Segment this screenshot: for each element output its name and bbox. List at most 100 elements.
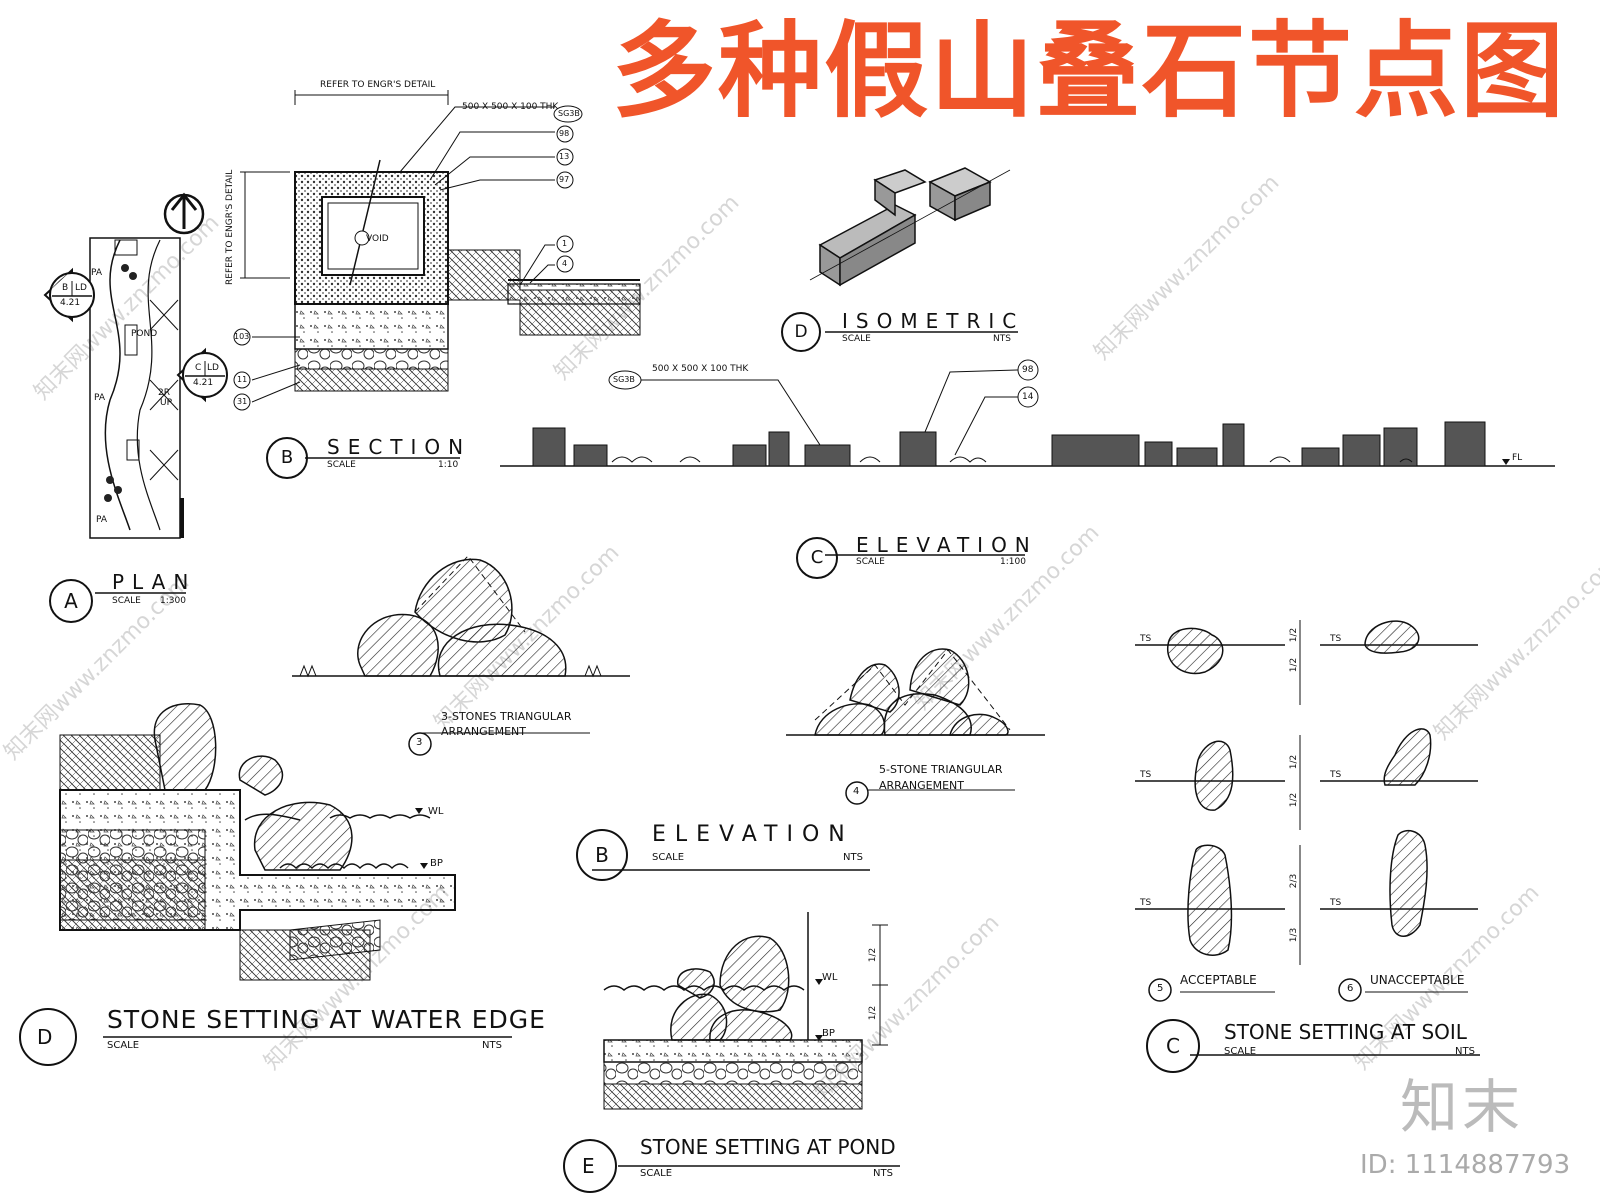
brand-id: ID: 1114887793 bbox=[1360, 1150, 1571, 1180]
water-edge-scale: NTS bbox=[482, 1040, 502, 1051]
soil-scale: NTS bbox=[1455, 1046, 1475, 1057]
pond-title: STONE SETTING AT POND bbox=[640, 1135, 896, 1159]
section-tag-98: 98 bbox=[559, 129, 570, 138]
isometric-drawing bbox=[809, 167, 1011, 287]
plan-scale-label: SCALE bbox=[112, 596, 141, 606]
soil-item6-num: 6 bbox=[1347, 983, 1354, 994]
section-refer-top: REFER TO ENGR'S DETAIL bbox=[320, 80, 436, 90]
soil-ts-label: TS bbox=[1140, 898, 1152, 908]
elevation-b-drawing bbox=[292, 555, 1045, 871]
elevation-b-item3-num: 3 bbox=[416, 737, 423, 748]
sheet-title: 多种假山叠石节点图 bbox=[612, 10, 1567, 132]
section-tag-97: 97 bbox=[559, 175, 570, 184]
elevation-b-item3-line2: ARRANGEMENT bbox=[441, 725, 526, 738]
section-tag-4: 4 bbox=[562, 259, 568, 268]
elevation-b-tag: B bbox=[576, 829, 628, 881]
plan-pa-label: PA bbox=[94, 393, 106, 403]
plan-tag: A bbox=[49, 579, 93, 623]
soil-item6-label: UNACCEPTABLE bbox=[1370, 973, 1465, 987]
elevation-c-scale-label: SCALE bbox=[856, 557, 885, 567]
section-tag-13: 13 bbox=[559, 152, 570, 161]
plan-pond-label: POND bbox=[131, 329, 158, 339]
plan-scale: 1:300 bbox=[160, 596, 186, 606]
plan-callout-c-letter: C bbox=[195, 363, 202, 373]
section-tag-31: 31 bbox=[237, 397, 248, 406]
water-edge-wl: WL bbox=[428, 806, 444, 817]
soil-dim-half: 1/2 bbox=[1289, 754, 1300, 770]
soil-item5-label: ACCEPTABLE bbox=[1180, 973, 1257, 987]
plan-title: PLAN bbox=[112, 570, 197, 594]
isometric-tag: D bbox=[781, 312, 821, 352]
water-edge-bp: BP bbox=[430, 858, 443, 869]
water-edge-title: STONE SETTING AT WATER EDGE bbox=[107, 1005, 546, 1034]
elevation-b-title: ELEVATION bbox=[652, 822, 854, 847]
soil-dim-half: 1/2 bbox=[1289, 657, 1300, 673]
elevation-c-tag-sg3b: SG3B bbox=[613, 375, 635, 384]
section-scale: 1:10 bbox=[438, 460, 459, 470]
elevation-b-item4-line1: 5-STONE TRIANGULAR bbox=[879, 763, 1003, 776]
section-tag-sg3b: SG3B bbox=[558, 109, 580, 118]
water-edge-tag: D bbox=[37, 1025, 53, 1049]
soil-ts-label: TS bbox=[1140, 770, 1152, 780]
soil-ts-label: TS bbox=[1330, 634, 1342, 644]
pond-dim-half: 1/2 bbox=[868, 1005, 879, 1021]
pond-drawing bbox=[563, 912, 900, 1193]
soil-ts-label: TS bbox=[1330, 770, 1342, 780]
elevation-c-drawing bbox=[500, 359, 1555, 467]
soil-ts-label: TS bbox=[1330, 898, 1342, 908]
pond-wl: WL bbox=[822, 972, 838, 983]
pond-dim-half: 1/2 bbox=[868, 947, 879, 963]
pond-bp: BP bbox=[822, 1028, 835, 1039]
plan-drawing bbox=[43, 192, 228, 539]
soil-drawing bbox=[1135, 620, 1480, 1056]
soil-ts-label: TS bbox=[1140, 634, 1152, 644]
elevation-b-item4-line2: ARRANGEMENT bbox=[879, 779, 964, 792]
section-drawing bbox=[233, 90, 641, 411]
section-tag-103: 103 bbox=[234, 332, 250, 341]
soil-item5-num: 5 bbox=[1157, 983, 1164, 994]
section-scale-label: SCALE bbox=[327, 460, 356, 470]
plan-callout-c-sheet: 4.21 bbox=[193, 378, 214, 388]
section-refer-side: REFER TO ENGR'S DETAIL bbox=[225, 169, 235, 285]
soil-dim-two-third: 2/3 bbox=[1289, 873, 1300, 889]
elevation-c-tag-98: 98 bbox=[1022, 365, 1034, 375]
elevation-c-note: 500 X 500 X 100 THK bbox=[652, 364, 749, 374]
plan-callout-b-sheet: 4.21 bbox=[60, 298, 81, 308]
elevation-b-scale-label: SCALE bbox=[652, 852, 685, 863]
pond-scale-label: SCALE bbox=[640, 1168, 673, 1179]
soil-dim-half: 1/2 bbox=[1289, 627, 1300, 643]
soil-scale-label: SCALE bbox=[1224, 1046, 1257, 1057]
elevation-b-item4-num: 4 bbox=[853, 786, 860, 797]
plan-up-label: UP bbox=[160, 398, 173, 408]
plan-callout-b-ld: LD bbox=[75, 283, 87, 293]
water-edge-scale-label: SCALE bbox=[107, 1040, 140, 1051]
pond-scale: NTS bbox=[873, 1168, 893, 1179]
pond-tag: E bbox=[582, 1154, 595, 1178]
soil-tag: C bbox=[1146, 1019, 1200, 1073]
plan-pa-label: PA bbox=[91, 268, 103, 278]
plan-pa-label: PA bbox=[96, 515, 108, 525]
soil-title: STONE SETTING AT SOIL bbox=[1224, 1020, 1467, 1044]
section-void-label: VOID bbox=[366, 234, 389, 244]
elevation-c-fl-label: FL bbox=[1512, 453, 1523, 463]
soil-dim-half: 1/2 bbox=[1289, 792, 1300, 808]
elevation-c-title: ELEVATION bbox=[856, 533, 1038, 557]
section-tag-11: 11 bbox=[237, 375, 248, 384]
elevation-c-scale: 1:100 bbox=[1000, 557, 1026, 567]
brand-logo: 知末 bbox=[1400, 1073, 1525, 1141]
section-tag-1: 1 bbox=[562, 239, 568, 248]
isometric-title: ISOMETRIC bbox=[842, 309, 1025, 333]
section-title: SECTION bbox=[327, 435, 472, 459]
plan-callout-c-ld: LD bbox=[207, 363, 219, 373]
isometric-scale-label: SCALE bbox=[842, 334, 871, 344]
section-tag: B bbox=[266, 437, 308, 479]
section-dim-note: 500 X 500 X 100 THK bbox=[462, 102, 559, 112]
isometric-scale: NTS bbox=[993, 334, 1011, 344]
soil-dim-one-third: 1/3 bbox=[1289, 927, 1300, 943]
elevation-c-tag-14: 14 bbox=[1022, 392, 1034, 402]
elevation-b-scale: NTS bbox=[843, 852, 863, 863]
water-edge-drawing bbox=[19, 703, 512, 1066]
plan-2r-label: 2R bbox=[158, 388, 170, 398]
